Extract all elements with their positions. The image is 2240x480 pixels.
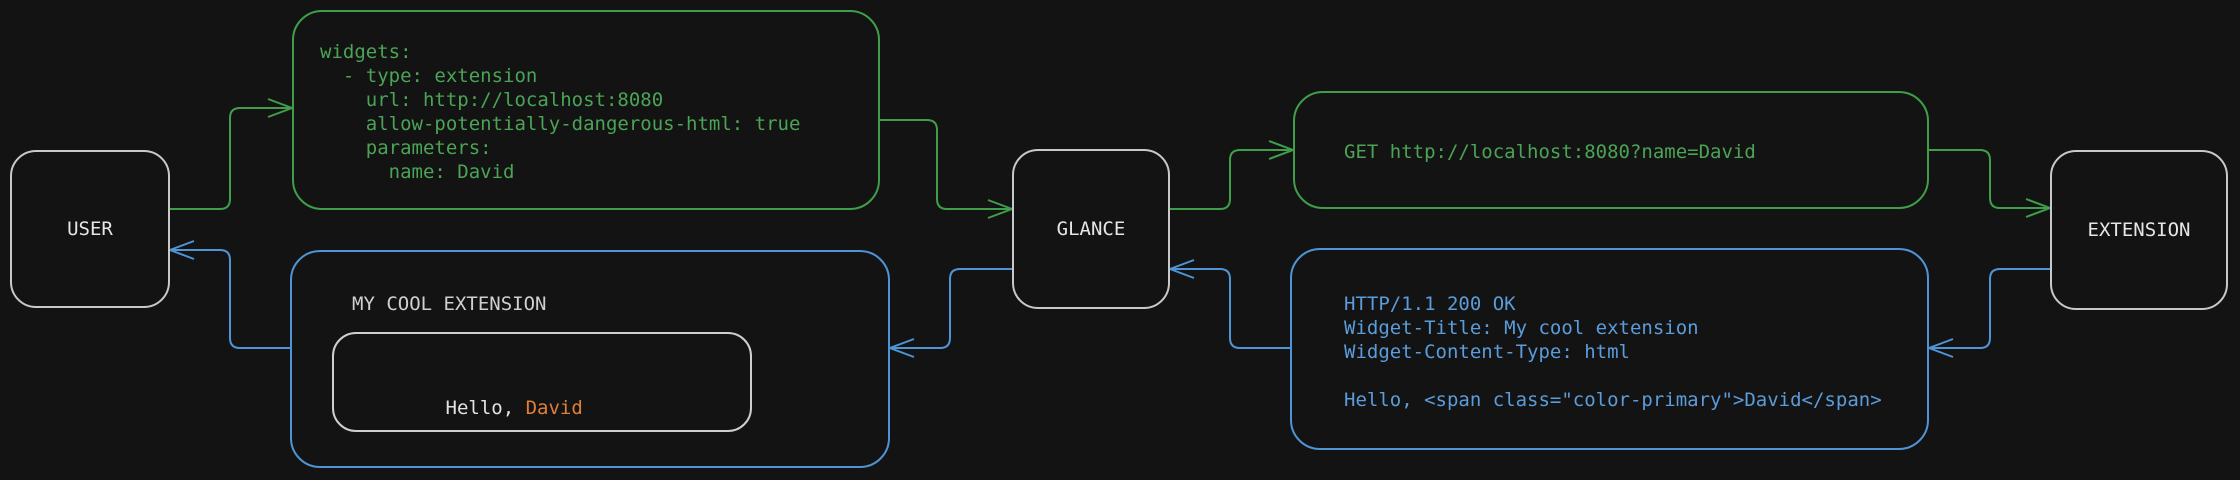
widget-preview-content-frame: Hello, David <box>332 332 752 432</box>
http-request-code: GET http://localhost:8080?name=David <box>1344 141 1756 163</box>
connector-request-to-extension <box>1929 149 2053 218</box>
connector-glance-to-request <box>1170 140 1296 210</box>
connector-widget-to-user <box>167 240 290 349</box>
connector-extension-to-response <box>1926 268 2050 358</box>
extension-node: EXTENSION <box>2050 150 2228 310</box>
http-response-code: HTTP/1.1 200 OK Widget-Title: My cool ex… <box>1344 293 1882 411</box>
connector-config-to-glance <box>880 119 1015 219</box>
user-node-label: USER <box>67 218 113 240</box>
user-node: USER <box>10 150 170 308</box>
widget-preview-title: MY COOL EXTENSION <box>352 293 547 315</box>
widget-preview-box: MY COOL EXTENSION Hello, David <box>290 250 890 468</box>
config-yaml-box: widgets: - type: extension url: http://l… <box>292 10 880 210</box>
arrowhead-into-widget <box>887 338 915 358</box>
arrowhead-into-glance-blue <box>1167 259 1195 279</box>
config-yaml-code: widgets: - type: extension url: http://l… <box>320 41 801 183</box>
connector-glance-to-widget <box>887 268 1012 358</box>
glance-node: GLANCE <box>1012 149 1170 309</box>
connector-response-to-glance <box>1167 259 1290 349</box>
arrowhead-into-user <box>167 240 195 260</box>
greeting-text: Hello, <box>445 397 526 419</box>
arrowhead-into-response <box>1926 338 1954 358</box>
glance-node-label: GLANCE <box>1056 218 1126 240</box>
connector-user-to-config <box>170 98 295 210</box>
greeting-name-highlight: David <box>525 397 583 419</box>
http-request-box: GET http://localhost:8080?name=David <box>1293 91 1929 209</box>
http-response-box: HTTP/1.1 200 OK Widget-Title: My cool ex… <box>1290 248 1929 450</box>
widget-greeting-line: Hello, David <box>354 372 583 444</box>
extension-node-label: EXTENSION <box>2087 219 2191 241</box>
